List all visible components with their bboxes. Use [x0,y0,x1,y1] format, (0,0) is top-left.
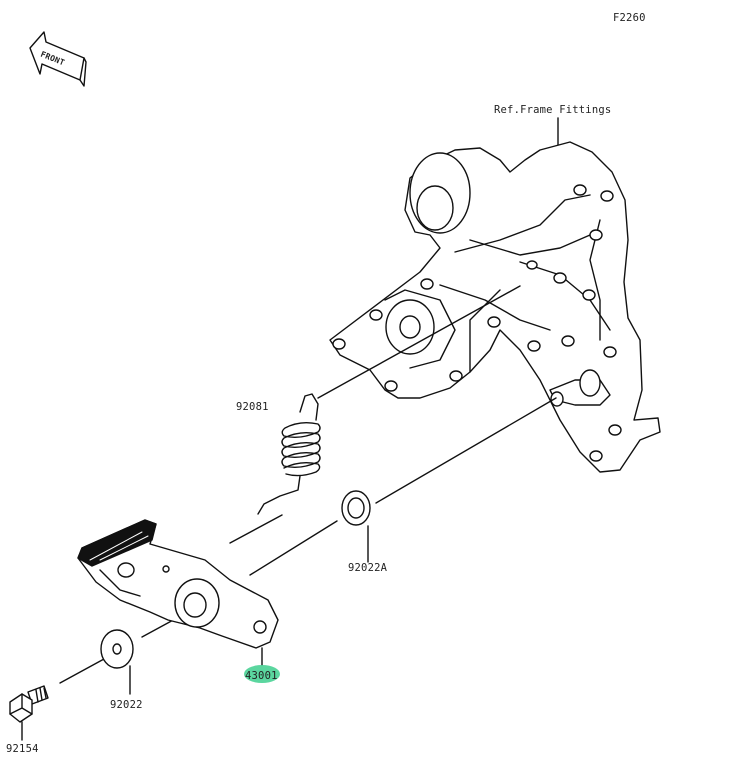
part-label-43001[interactable]: 43001 [245,670,278,682]
frame-fittings [329,141,661,473]
diagram-code: F2260 [613,12,646,24]
washer-92022 [100,629,134,669]
part-label-92154[interactable]: 92154 [6,743,39,755]
washer-92022A [341,490,371,526]
bolt-92154 [9,685,49,723]
ref-frame-label: Ref.Frame Fittings [494,104,612,116]
part-label-92022A[interactable]: 92022A [348,562,388,574]
brake-pedal-43001 [77,519,279,649]
spring-92081 [257,393,321,515]
part-highlight [244,665,280,683]
part-label-92081[interactable]: 92081 [236,401,269,413]
part-label-92022[interactable]: 92022 [110,699,143,711]
front-arrow-icon [29,31,87,87]
